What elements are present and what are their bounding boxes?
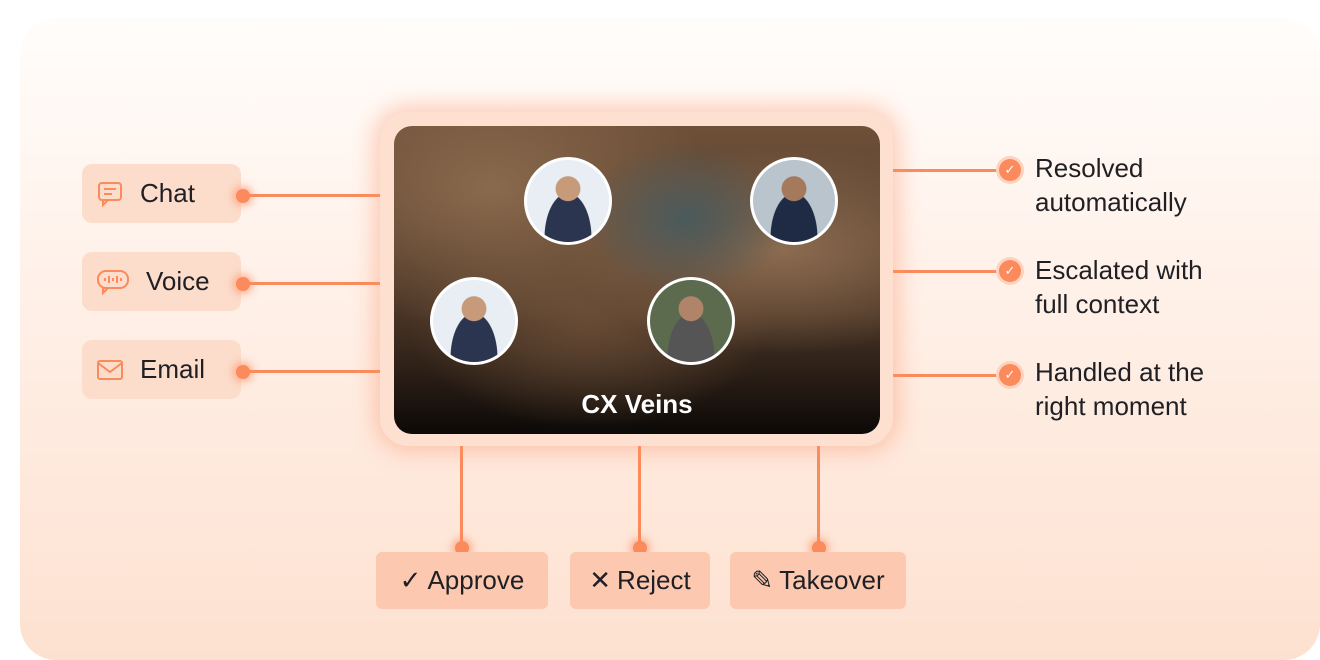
outcome-resolved: Resolved automatically bbox=[1035, 151, 1187, 219]
connector-line bbox=[893, 270, 1008, 273]
connector-dot bbox=[633, 541, 647, 555]
connector-dot bbox=[236, 277, 250, 291]
connector-line bbox=[893, 169, 1008, 172]
channel-label: Chat bbox=[140, 178, 195, 208]
connector-line bbox=[638, 446, 641, 550]
outcome-line: Handled at the bbox=[1035, 357, 1205, 387]
outcome-handled: Handled at the right moment bbox=[1035, 355, 1204, 423]
pencil-icon: ✎ bbox=[751, 565, 774, 595]
takeover-button[interactable]: ✎Takeover bbox=[730, 552, 906, 609]
outcome-line: right moment bbox=[1035, 391, 1187, 421]
outcome-line: Escalated with bbox=[1035, 255, 1203, 285]
check-icon: ✓ bbox=[399, 565, 422, 595]
reject-button[interactable]: ✕Reject bbox=[570, 552, 710, 609]
outcome-line: Resolved bbox=[1035, 153, 1144, 183]
outcome-line: full context bbox=[1035, 289, 1160, 319]
hub-card: CX Veins bbox=[380, 112, 893, 446]
check-circle-icon: ✓ bbox=[999, 364, 1021, 386]
channel-email[interactable]: Email bbox=[82, 340, 241, 399]
connector-dot bbox=[236, 365, 250, 379]
channel-label: Email bbox=[140, 354, 206, 384]
connector-line bbox=[241, 194, 381, 197]
agent-avatar bbox=[430, 277, 518, 365]
agent-avatar bbox=[750, 157, 838, 245]
x-icon: ✕ bbox=[589, 565, 612, 595]
check-circle-icon: ✓ bbox=[999, 159, 1021, 181]
connector-dot bbox=[812, 541, 826, 555]
outcome-escalated: Escalated with full context bbox=[1035, 253, 1203, 321]
connector-line bbox=[241, 282, 381, 285]
connector-line bbox=[460, 446, 463, 550]
agent-avatar bbox=[647, 277, 735, 365]
button-label: Takeover bbox=[779, 565, 885, 595]
connector-line bbox=[817, 446, 820, 550]
connector-dot bbox=[455, 541, 469, 555]
button-label: Approve bbox=[427, 565, 525, 595]
approve-button[interactable]: ✓Approve bbox=[376, 552, 548, 609]
check-circle-icon: ✓ bbox=[999, 260, 1021, 282]
voice-icon bbox=[97, 269, 129, 295]
connector-dot bbox=[236, 189, 250, 203]
connector-line bbox=[893, 374, 1008, 377]
chat-icon bbox=[98, 181, 122, 207]
canyon-image: CX Veins bbox=[394, 126, 880, 434]
channel-label: Voice bbox=[146, 266, 210, 296]
agent-avatar bbox=[524, 157, 612, 245]
connector-line bbox=[241, 370, 381, 373]
channel-voice[interactable]: Voice bbox=[82, 252, 241, 311]
email-icon bbox=[97, 359, 123, 380]
hub-title: CX Veins bbox=[581, 389, 693, 419]
channel-chat[interactable]: Chat bbox=[82, 164, 241, 223]
button-label: Reject bbox=[617, 565, 691, 595]
outcome-line: automatically bbox=[1035, 187, 1187, 217]
